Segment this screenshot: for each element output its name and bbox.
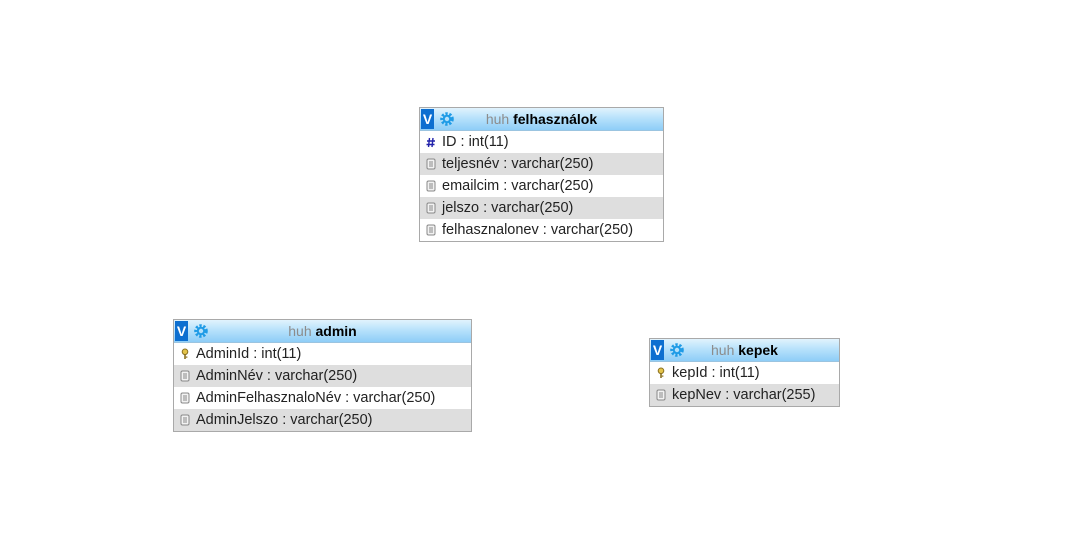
database-name: huh (711, 342, 735, 358)
table-name: felhasználok (513, 111, 598, 127)
column-icon (426, 202, 436, 214)
column-label: ID : int(11) (442, 134, 509, 150)
column-icon (426, 224, 436, 236)
column-icon (426, 180, 436, 192)
gear-icon[interactable] (669, 342, 685, 358)
column-list: AdminId : int(11) AdminNév : varchar(250… (174, 343, 471, 431)
database-name: huh (485, 111, 510, 127)
column-label: AdminJelszo : varchar(250) (196, 412, 373, 428)
table-kepek[interactable]: V huh kepek kepId : int(11) kepNev : var… (649, 338, 840, 407)
table-title: huh admin (174, 320, 471, 342)
column-label: AdminFelhasznaloNév : varchar(250) (196, 390, 436, 406)
column-row[interactable]: emailcim : varchar(250) (420, 175, 663, 197)
column-row[interactable]: AdminNév : varchar(250) (174, 365, 471, 387)
table-admin[interactable]: V huh admin AdminId : int(11) AdminNév :… (173, 319, 472, 432)
table-felhasznalok[interactable]: V huh felhasználok ID : int(11) teljesné… (419, 107, 664, 242)
toggle-button[interactable]: V (421, 109, 434, 129)
column-list: kepId : int(11) kepNev : varchar(255) (650, 362, 839, 406)
column-label: kepNev : varchar(255) (672, 387, 816, 403)
hash-icon (426, 137, 435, 148)
table-name: kepek (738, 342, 778, 358)
key-icon (181, 348, 189, 359)
column-label: AdminNév : varchar(250) (196, 368, 358, 384)
toggle-button[interactable]: V (175, 321, 188, 341)
column-row[interactable]: felhasznalonev : varchar(250) (420, 219, 663, 241)
column-row[interactable]: jelszo : varchar(250) (420, 197, 663, 219)
column-row[interactable]: AdminId : int(11) (174, 343, 471, 365)
key-icon (657, 367, 665, 378)
column-icon (180, 414, 190, 426)
column-list: ID : int(11) teljesnév : varchar(250) em… (420, 131, 663, 241)
column-row[interactable]: teljesnév : varchar(250) (420, 153, 663, 175)
column-label: AdminId : int(11) (196, 346, 302, 362)
column-label: jelszo : varchar(250) (442, 200, 574, 216)
column-label: felhasznalonev : varchar(250) (442, 222, 634, 238)
table-title: huh felhasználok (420, 108, 663, 130)
column-row[interactable]: AdminFelhasznaloNév : varchar(250) (174, 387, 471, 409)
column-icon (426, 158, 436, 170)
column-row[interactable]: AdminJelszo : varchar(250) (174, 409, 471, 431)
table-header[interactable]: V huh kepek (650, 339, 839, 362)
table-name: admin (315, 323, 357, 339)
toggle-button[interactable]: V (651, 340, 664, 360)
column-icon (180, 392, 190, 404)
database-name: huh (288, 323, 312, 339)
column-icon (656, 389, 666, 401)
column-row[interactable]: ID : int(11) (420, 131, 663, 153)
column-label: teljesnév : varchar(250) (442, 156, 594, 172)
column-row[interactable]: kepId : int(11) (650, 362, 839, 384)
gear-icon[interactable] (193, 323, 209, 339)
table-header[interactable]: V huh felhasználok (420, 108, 663, 131)
column-icon (180, 370, 190, 382)
gear-icon[interactable] (439, 111, 455, 127)
column-label: emailcim : varchar(250) (442, 178, 594, 194)
table-header[interactable]: V huh admin (174, 320, 471, 343)
column-label: kepId : int(11) (672, 365, 760, 381)
column-row[interactable]: kepNev : varchar(255) (650, 384, 839, 406)
